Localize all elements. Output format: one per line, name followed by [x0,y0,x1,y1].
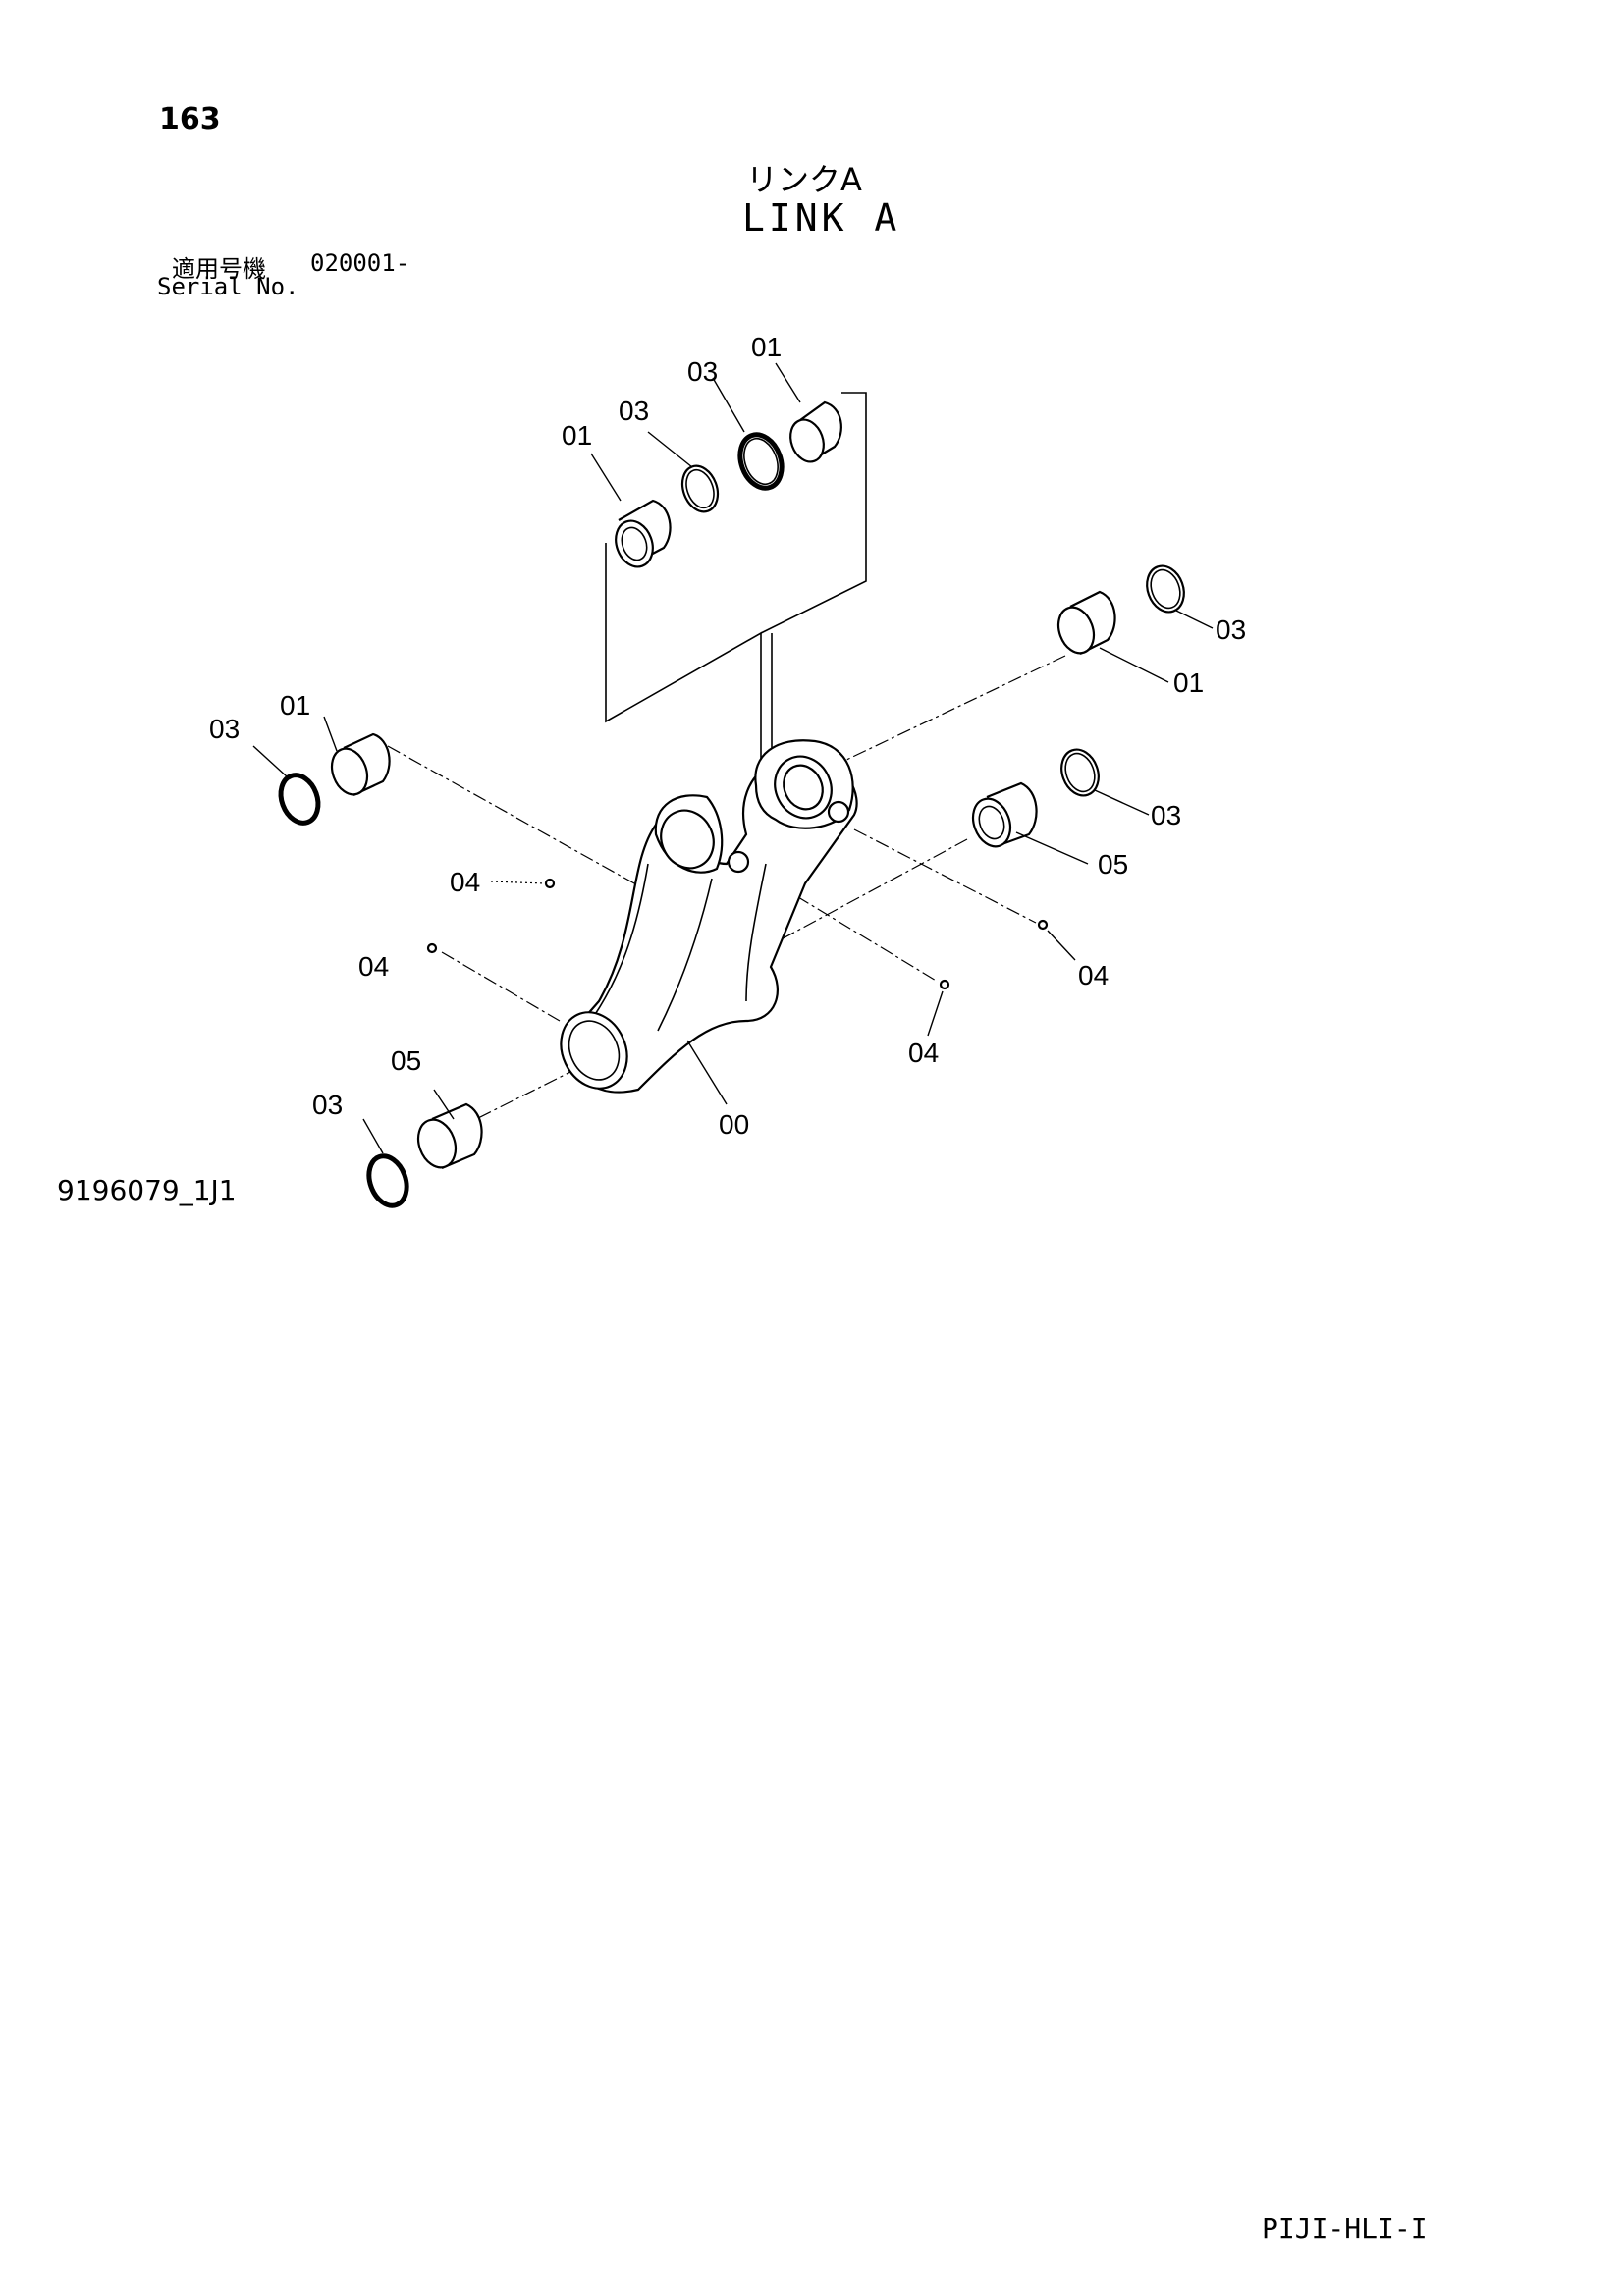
serial-label-english: Serial No. [157,273,299,300]
callout-04-left-upper: 04 [450,867,480,897]
callouts: 01 03 03 01 03 01 03 01 03 05 04 04 04 0… [209,332,1246,1140]
callout-04-left-lower: 04 [358,951,389,982]
bushing-top-right [789,400,842,463]
page-number: 163 [159,102,221,136]
callout-03-right-top: 03 [1216,614,1246,645]
bushings [330,400,1116,1170]
callout-05-right: 05 [1098,849,1128,880]
callout-03-left: 03 [209,714,240,744]
serial-range: 020001- [310,249,410,277]
bushing-05-left [416,1102,483,1170]
callout-01-left: 01 [280,690,310,721]
callout-01-top-left: 01 [562,420,592,451]
callout-00: 00 [719,1109,749,1140]
center-lines [387,655,1066,1130]
callout-04-right-upper: 04 [1078,960,1109,990]
footer-code: PIJI-HLI-I [1262,2213,1428,2245]
callout-01-top-right: 01 [751,332,782,362]
callout-03-top-mid: 03 [687,356,718,387]
bushing-left [330,732,391,796]
callout-05-left: 05 [391,1045,421,1076]
callout-03-top-left: 03 [619,396,649,426]
bushing-05-right [971,781,1038,848]
title-japanese: リンクA [746,161,862,198]
serial-label-japanese: 適用号機 [172,255,266,283]
callout-03-bottom: 03 [312,1090,343,1120]
bushing-right [1056,590,1116,655]
link-a-body [560,739,858,1094]
bushing-top-left [615,499,672,568]
leader-lines [252,362,1214,1154]
title-english: LINK A [742,196,901,240]
callout-04-right-lower: 04 [908,1038,939,1068]
grease-fittings [426,878,1049,990]
drawing-number: 9196079_1J1 [57,1174,237,1206]
callout-01-right: 01 [1173,667,1204,698]
callout-03-right-mid: 03 [1151,800,1181,830]
rings [278,432,1185,1208]
